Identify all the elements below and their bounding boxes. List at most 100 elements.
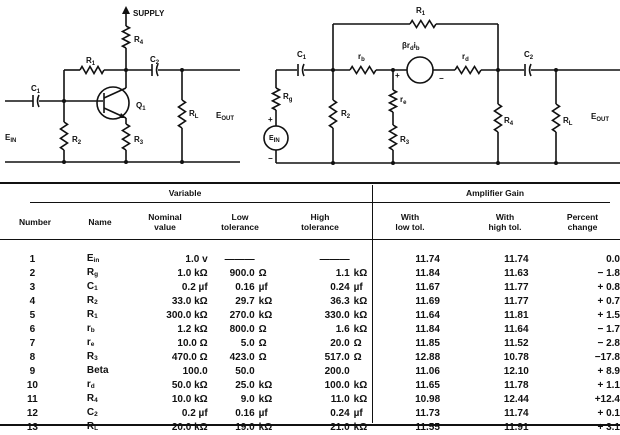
group-divider <box>372 185 374 423</box>
row-name: R4 <box>86 393 98 404</box>
resistor-icon <box>387 124 399 151</box>
low-unit: kΩ <box>258 310 273 321</box>
row-number: 10 <box>26 380 38 391</box>
nominal-value: 10.0 Ω <box>177 338 208 349</box>
re-label: re <box>400 95 407 106</box>
low-tolerance: ——— <box>224 254 255 265</box>
percent-change: − 2.8 <box>597 338 620 349</box>
node-dot <box>496 161 500 165</box>
percent-change: + 1.5 <box>597 310 620 321</box>
header-number: Number <box>18 217 52 227</box>
node-dot <box>331 161 335 165</box>
low-unit: Ω <box>258 338 267 349</box>
gain-low-tol: 11.73 <box>415 408 440 419</box>
transistor-amplifier-schematic: SUPPLY R4 R1 C2 C1 Q1 R2 R3 RL EIN EOUT <box>5 6 234 146</box>
node-dot <box>496 68 500 72</box>
resistor-icon <box>59 121 69 151</box>
high-unit: kΩ <box>353 324 368 335</box>
r2-label: R2 <box>341 109 351 120</box>
table-top-rule <box>0 182 620 184</box>
row-number: 9 <box>29 366 36 377</box>
high-unit <box>350 365 393 379</box>
nominal-value: 1.0 v <box>185 254 208 265</box>
gain-low-tol: 10.98 <box>415 394 441 405</box>
rl-label: RL <box>189 109 199 120</box>
resistor-icon <box>177 99 187 129</box>
r3-label: R3 <box>400 135 410 146</box>
node-dot <box>180 160 184 164</box>
high-tolerance: ——— <box>319 254 350 265</box>
gain-low-tol: 11.84 <box>415 324 440 335</box>
high-tolerance: 330.0 <box>324 310 350 321</box>
low-unit: Ω <box>258 268 267 279</box>
row-name: R3 <box>86 351 98 362</box>
row-number: 1 <box>29 254 36 265</box>
high-tolerance: 200.0 <box>324 366 350 377</box>
r4-label: R4 <box>504 116 514 127</box>
header-name: Name <box>88 217 112 227</box>
high-unit: kΩ <box>353 380 368 391</box>
nominal-value: 1.2 kΩ <box>177 324 208 335</box>
gain-high-tol: 11.63 <box>504 268 529 279</box>
sensitivity-table: Variable Amplifier Gain Number Name Nomi… <box>0 182 620 433</box>
plus-label: + <box>395 71 400 80</box>
row-name: Rg <box>86 267 99 278</box>
row-number: 13 <box>26 422 38 433</box>
resistor-icon <box>454 64 482 76</box>
header-rule <box>0 239 620 241</box>
gain-low-tol: 11.69 <box>415 296 440 307</box>
high-tolerance: 1.6 <box>335 324 350 335</box>
low-tolerance: 270.0 <box>229 310 255 321</box>
gain-high-tol: 11.64 <box>504 324 529 335</box>
low-tolerance: 800.0 <box>229 324 255 335</box>
high-unit: Ω <box>353 352 362 363</box>
gain-high-tol: 11.74 <box>504 254 529 265</box>
low-unit: Ω <box>258 352 267 363</box>
high-tolerance: 0.24 <box>330 282 350 293</box>
row-number: 8 <box>29 352 36 363</box>
high-unit: kΩ <box>353 268 368 279</box>
gain-high-tol: 12.44 <box>503 394 529 405</box>
row-name: Beta <box>86 365 109 376</box>
high-unit: kΩ <box>353 310 368 321</box>
high-unit: kΩ <box>353 422 368 433</box>
high-tolerance: 20.0 <box>330 338 350 349</box>
low-tolerance: 9.0 <box>240 394 255 405</box>
wire <box>103 87 127 99</box>
rd-label: rd <box>462 52 469 63</box>
ein-label: EIN <box>5 133 16 144</box>
resistor-icon <box>409 18 437 30</box>
resistor-icon <box>328 99 338 129</box>
row-name: C2 <box>86 407 98 418</box>
supply-arrow-icon <box>122 6 130 14</box>
gain-low-tol: 12.88 <box>415 352 441 363</box>
gain-high-tol: 10.78 <box>503 352 529 363</box>
low-unit: µf <box>258 408 268 419</box>
minus-label: − <box>439 74 444 83</box>
percent-change: +12.4 <box>594 394 620 405</box>
low-unit: kΩ <box>258 394 273 405</box>
ein-label: EIN <box>269 135 280 144</box>
circuit-diagrams: SUPPLY R4 R1 C2 C1 Q1 R2 R3 RL EIN EOUT … <box>5 6 620 165</box>
percent-change: −17.8 <box>594 352 620 363</box>
row-number: 11 <box>27 394 38 405</box>
row-number: 4 <box>29 296 36 307</box>
row-name: R1 <box>86 309 98 320</box>
low-unit <box>255 365 298 379</box>
capacitor-icon <box>155 63 159 77</box>
nominal-value: 300.0 kΩ <box>166 310 208 321</box>
gain-low-tol: 11.06 <box>415 366 440 377</box>
r1-label: R1 <box>416 6 426 17</box>
r3-label: R3 <box>134 135 144 146</box>
capacitor-icon <box>36 94 40 108</box>
gain-low-tol: 11.65 <box>415 380 440 391</box>
node-dot <box>62 99 66 103</box>
node-dot <box>124 68 128 72</box>
